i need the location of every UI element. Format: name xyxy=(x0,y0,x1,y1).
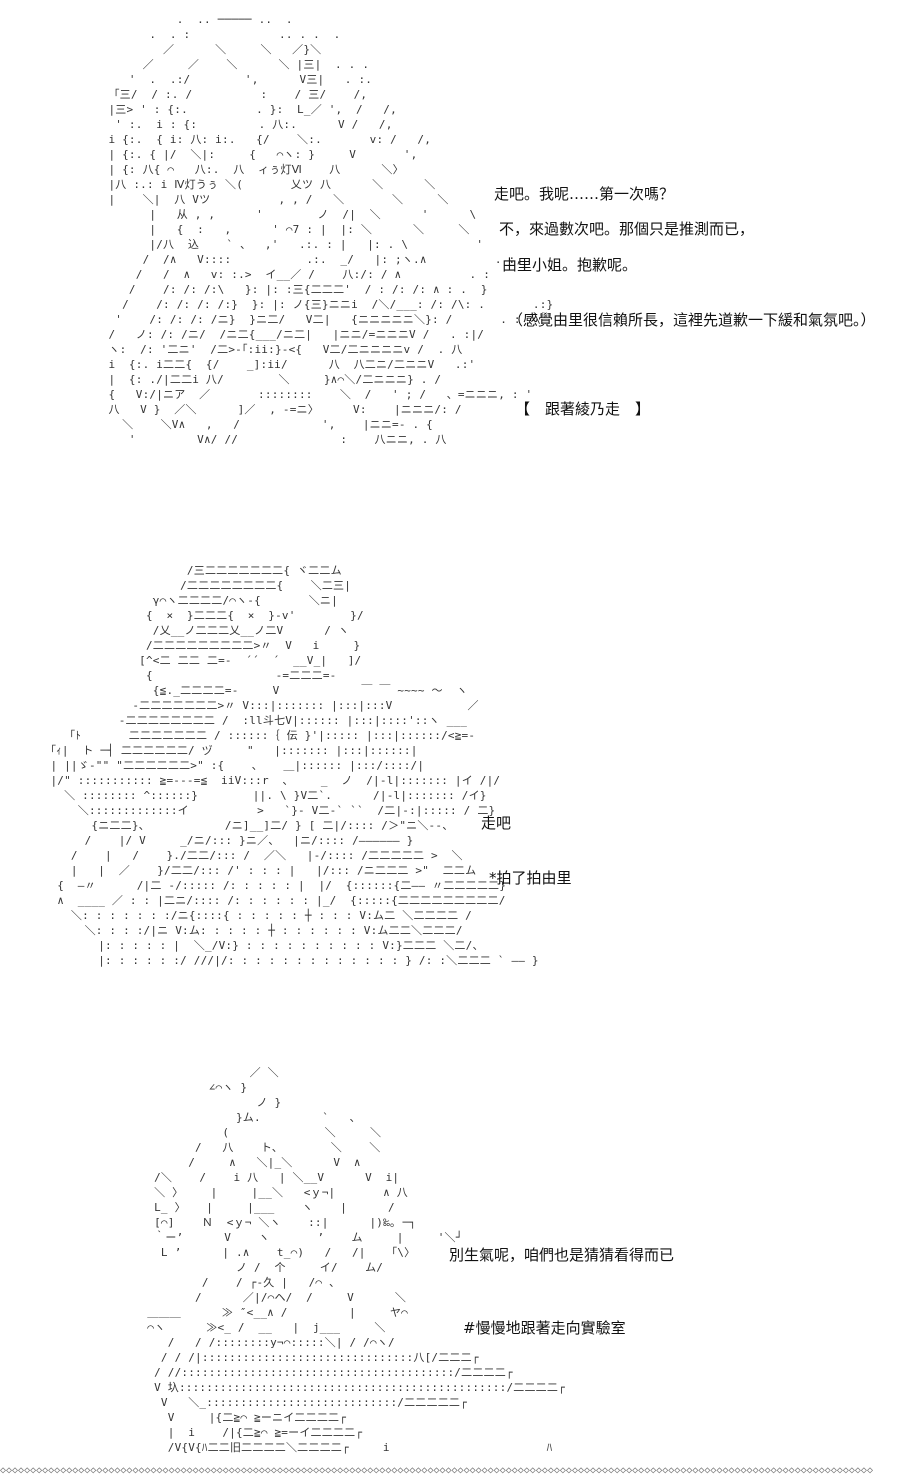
ascii-art-goggles-character: /三二二二二二二二{ ヾ二二ム /二二二二二二二二{ ＼二三| γ⌒ヽ二二二二/… xyxy=(50,564,539,967)
ascii-art-braid-girl: ／ ＼ ∠⌒ヽ } ノ } }ム. ` 、 ( ＼ ＼ / 八 ト、 ＼ ＼ /… xyxy=(147,1066,565,1454)
dialogue-line: （感覺由里很信賴所長，這裡先道歉一下緩和氣氛吧。） xyxy=(508,311,876,329)
panel-2: /三二二二二二二二{ ヾ二二ム /二二二二二二二二{ ＼二三| γ⌒ヽ二二二二/… xyxy=(0,555,900,1055)
panel-3: ／ ＼ ∠⌒ヽ } ノ } }ム. ` 、 ( ＼ ＼ / 八 ト、 ＼ ＼ /… xyxy=(0,1065,900,1465)
stage-direction: 【 跟著綾乃走 】 xyxy=(515,400,651,418)
dialogue-line: 走吧 xyxy=(481,814,512,832)
panel-1: . .. ───── .. . . . : .. . . . ／ ＼ ＼ ／}＼… xyxy=(0,0,900,530)
dialogue-line: 別生氣呢，咱們也是猜猜看得而已 xyxy=(449,1246,675,1264)
stage-direction: #慢慢地跟著走向實驗室 xyxy=(463,1319,626,1337)
stage-direction: *拍了拍由里 xyxy=(489,869,572,887)
dialogue-line: 不，來過數次吧。那個只是推測而已， xyxy=(499,220,755,238)
dialogue-line: 由里小姐。抱歉呢。 xyxy=(502,256,638,274)
divider-border: ◇◇◇◇◇◇◇◇◇◇◇◇◇◇◇◇◇◇◇◇◇◇◇◇◇◇◇◇◇◇◇◇◇◇◇◇◇◇◇◇… xyxy=(0,1465,873,1476)
dialogue-line: 走吧。我呢……第一次嗎？ xyxy=(494,185,675,203)
ascii-art-girl-long-hair: . .. ───── .. . . . : .. . . . ／ ＼ ＼ ／}＼… xyxy=(108,13,554,446)
